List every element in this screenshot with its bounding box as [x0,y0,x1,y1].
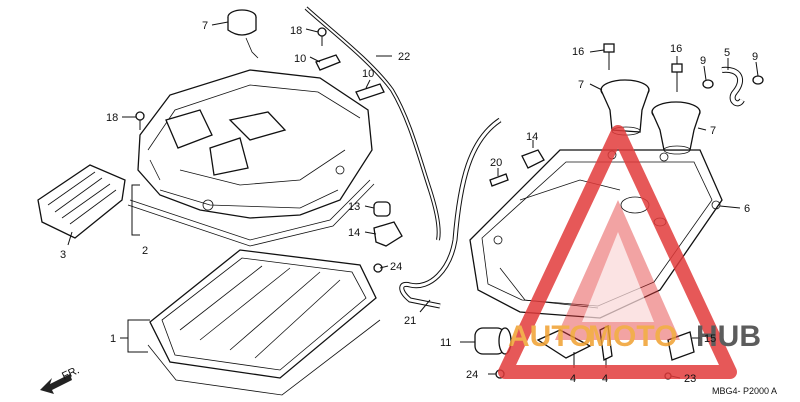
label-5: 5 [724,47,730,59]
label-10b: 10 [362,68,374,80]
label-14c: 14 [526,131,538,143]
watermark: AUTO MOTO HUB [498,125,761,379]
label-16b: 16 [670,43,682,55]
label-9b: 9 [752,51,758,63]
label-23: 23 [684,373,696,385]
label-18a: 18 [290,25,302,37]
part-8-cap [227,9,259,59]
label-24b: 24 [466,369,478,381]
label-3: 3 [60,249,66,261]
figure-code: MBG4- P2000 A [712,386,777,396]
front-arrow-label: FR. [60,364,81,382]
front-arrow-icon [40,374,72,394]
watermark-hub: HUB [696,320,761,353]
part-22-hose [304,6,441,241]
part-15-bracket [667,331,695,361]
label-4a: 4 [570,373,576,385]
part-4-straps [536,325,613,361]
label-18b: 18 [106,112,118,124]
label-21: 21 [404,315,416,327]
part-10-clips [315,54,385,101]
part-7-funnel-a [600,79,650,136]
part-20-pin [489,173,509,187]
label-15: 15 [704,333,716,345]
part-2-air-cleaner-cover [127,69,375,247]
part-3-element [37,164,126,239]
label-7a: 7 [578,79,584,91]
part-5-hose [721,66,745,107]
label-10a: 10 [294,53,306,65]
label-11: 11 [440,337,451,349]
label-8: 7 [202,20,208,32]
label-4b: 4 [602,373,608,385]
label-13: 14 [348,227,360,239]
watermark-triangle-outer-icon [498,125,737,379]
watermark-moto: MOTO [588,320,677,353]
part-12-plug [373,201,391,217]
watermark-auto: AUTO [508,320,592,353]
part-21-drain-hose [399,117,502,309]
label-9a: 9 [700,55,706,67]
label-2: 2 [142,245,148,257]
front-arrow: FR. [40,364,81,394]
part-11-cap [474,327,512,355]
label-20: 20 [490,157,502,169]
part-labels: 7 18 10 22 10 18 2 3 1 13 14 24 21 11 24… [60,20,758,385]
label-1: 1 [110,333,116,345]
label-12: 13 [348,201,360,213]
label-22: 22 [398,51,410,63]
part-1-filter-tray [147,249,381,396]
label-24a: 24 [390,261,402,273]
part-7-funnel-b [651,101,701,155]
part-9-clamps [702,75,764,89]
label-7c: 7 [710,125,716,137]
label-16a: 16 [572,46,584,58]
label-6: 6 [744,203,750,215]
